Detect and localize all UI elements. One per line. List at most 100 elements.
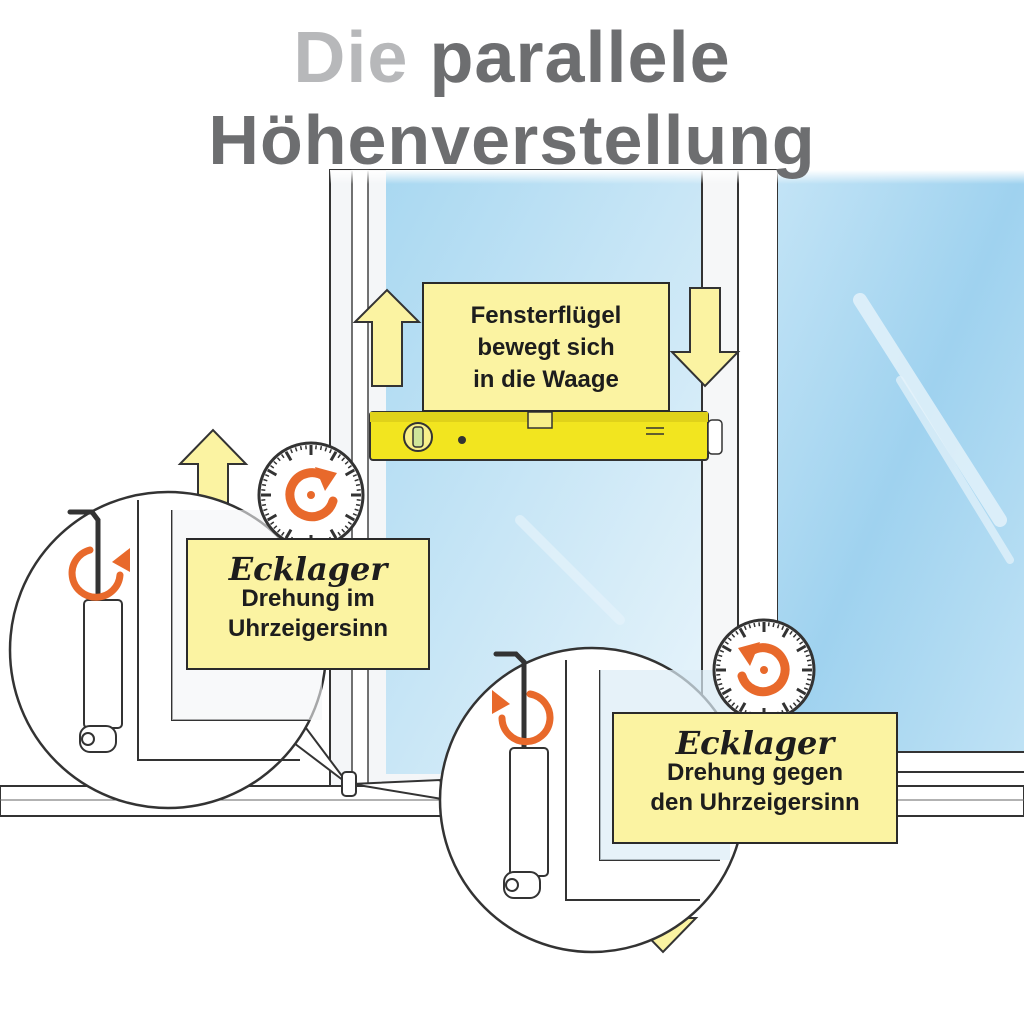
dial-tick bbox=[324, 447, 328, 452]
label-top-line-3: in die Waage bbox=[473, 366, 619, 393]
dial-tick bbox=[776, 624, 780, 629]
dial-tick bbox=[805, 682, 810, 686]
dial-tick bbox=[781, 627, 790, 638]
dial-tick bbox=[344, 468, 356, 477]
dial-tick bbox=[344, 525, 349, 530]
dial-tick bbox=[748, 624, 752, 629]
dial-tick bbox=[799, 695, 804, 699]
dial-tick bbox=[284, 450, 293, 462]
dial-tick bbox=[266, 468, 278, 477]
dial-tick bbox=[719, 687, 725, 691]
up-arrow-icon bbox=[352, 288, 422, 387]
dial-tick bbox=[735, 705, 739, 710]
dial-tick bbox=[796, 644, 807, 653]
dial-tick bbox=[329, 450, 338, 462]
glass-pane-right bbox=[778, 170, 1024, 752]
title-word-light: Die bbox=[293, 18, 409, 98]
dial-tick bbox=[284, 528, 293, 540]
dial-tick bbox=[753, 622, 756, 628]
dial-tick bbox=[344, 513, 356, 522]
dial-tick bbox=[299, 445, 303, 451]
label-top: Fensterflügel bewegt sich in die Waage bbox=[422, 282, 670, 412]
dial-tick bbox=[738, 702, 747, 713]
label-left-heading: Ecklager bbox=[228, 550, 388, 588]
dial-tick bbox=[735, 630, 739, 635]
dial-tick bbox=[738, 627, 747, 638]
dial-tick bbox=[724, 695, 729, 699]
dial-tick bbox=[805, 654, 810, 658]
dial-tick bbox=[781, 702, 790, 713]
dial-tick bbox=[329, 449, 332, 454]
dial-tick bbox=[280, 531, 285, 536]
dial-tick bbox=[803, 649, 809, 653]
dial-tick bbox=[341, 457, 346, 462]
clockwise-dial-icon bbox=[257, 441, 365, 549]
dial-tick bbox=[344, 460, 349, 465]
dial-tick bbox=[290, 449, 293, 454]
dial-tick bbox=[352, 513, 357, 516]
dial-tick bbox=[276, 528, 281, 533]
dial-tick bbox=[792, 633, 797, 638]
dial-tick bbox=[263, 508, 268, 512]
title-line2: Höhenverstellung bbox=[208, 101, 816, 179]
page-title: Die parallele bbox=[0, 18, 1024, 98]
dial-tick bbox=[716, 678, 722, 681]
dial-tick bbox=[789, 630, 793, 635]
dial-tick bbox=[743, 625, 747, 631]
down-arrow-icon bbox=[669, 287, 741, 388]
dial-tick bbox=[261, 483, 267, 487]
dial-tick bbox=[347, 521, 352, 526]
dial-tick bbox=[270, 464, 275, 469]
label-left: Ecklager Drehung im Uhrzeigersinn bbox=[186, 538, 430, 670]
dial-tick bbox=[724, 641, 729, 645]
dial-tick bbox=[341, 528, 346, 533]
dial-tick bbox=[347, 464, 352, 469]
dial-tick bbox=[731, 633, 736, 638]
dial-tick bbox=[266, 513, 278, 522]
dial-tick bbox=[263, 478, 268, 482]
dial-tick bbox=[719, 649, 725, 653]
dial-tick bbox=[355, 483, 361, 487]
dial-tick bbox=[772, 622, 775, 628]
dial-tick bbox=[354, 508, 359, 512]
dial-tick bbox=[727, 698, 732, 703]
dial-tick bbox=[319, 445, 323, 451]
dial-tick bbox=[792, 702, 797, 707]
title-word-dark: parallele bbox=[429, 18, 731, 98]
label-right-line-2: den Uhrzeigersinn bbox=[650, 789, 860, 816]
dial-tick bbox=[718, 682, 723, 686]
dial-tick bbox=[276, 457, 281, 462]
label-right-heading: Ecklager bbox=[675, 724, 835, 762]
spirit-level-icon bbox=[369, 411, 723, 461]
dial-tick bbox=[721, 644, 732, 653]
dial-tick bbox=[781, 625, 785, 631]
dial-tick bbox=[261, 503, 267, 507]
dial-tick bbox=[294, 447, 298, 452]
dial-tick bbox=[354, 478, 359, 482]
dial-tick bbox=[265, 474, 270, 477]
rotation-arrow-clockwise bbox=[68, 546, 124, 601]
dial-tick bbox=[355, 503, 361, 507]
counterclockwise-dial-icon bbox=[712, 618, 816, 722]
dial-tick bbox=[796, 698, 801, 703]
dial-tick bbox=[337, 531, 342, 536]
label-right-line-1: Drehung gegen bbox=[666, 759, 843, 786]
label-left-line-2: Uhrzeigersinn bbox=[227, 615, 389, 642]
up-arrow-icon-left bbox=[177, 428, 249, 529]
dial-tick bbox=[796, 687, 807, 696]
dial-tick bbox=[806, 678, 812, 681]
page-subtitle: Höhenverstellung bbox=[0, 100, 1024, 180]
dial-tick bbox=[806, 659, 812, 662]
dial-tick bbox=[716, 659, 722, 662]
dial-tick bbox=[337, 454, 342, 459]
dial-tick bbox=[803, 687, 809, 691]
dial-tick bbox=[796, 637, 801, 642]
dial-tick bbox=[727, 637, 732, 642]
dial-tick bbox=[731, 702, 736, 707]
label-top-line-2: bewegt sich bbox=[477, 334, 615, 361]
dial-tick bbox=[721, 687, 732, 696]
dial-tick bbox=[273, 460, 278, 465]
label-left-line-1: Drehung im bbox=[241, 585, 375, 612]
label-top-line-1: Fensterflügel bbox=[470, 302, 622, 329]
label-right: Ecklager Drehung gegen den Uhrzeigersinn bbox=[612, 712, 898, 844]
